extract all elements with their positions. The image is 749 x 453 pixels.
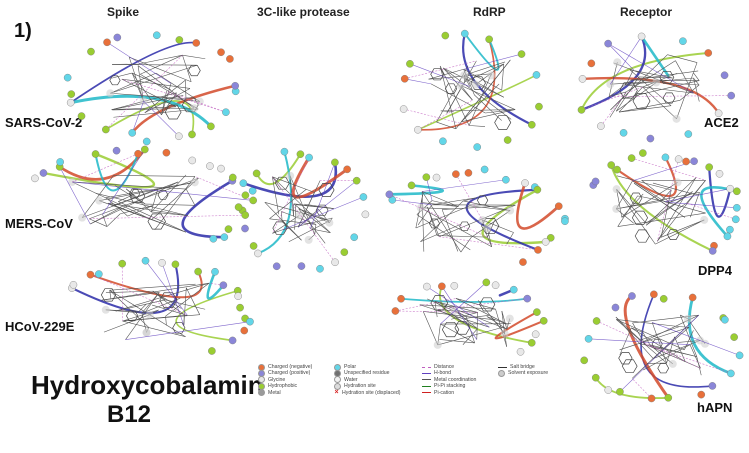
diagram-spike-mers-cov [31, 145, 257, 243]
compound-name: Hydroxycobalamin [31, 370, 264, 400]
legend-label: Hydration site [344, 383, 376, 390]
legend-label: Salt bridge [510, 364, 535, 370]
diagram-receptor-dpp4 [589, 149, 741, 255]
legend-label: Polar [344, 364, 357, 370]
interaction-legend: Charged (negative) Charged (positive) Gl… [258, 363, 618, 426]
diagram-spike-hcov-229e [68, 256, 254, 355]
pi-pi-stacking-line [422, 385, 431, 387]
metal-swatch [258, 389, 265, 397]
compound-subtitle: B12 [107, 401, 152, 428]
row-label-mers-cov: MERS-CoV [5, 216, 73, 231]
legend-column-other: Salt bridge Solvent exposure [498, 364, 549, 378]
receptor-label-ace2: ACE2 [704, 115, 739, 130]
salt-bridge-line [498, 366, 507, 368]
diagram-rdrp-sars-cov-2 [399, 29, 543, 151]
legend-label: Metal [268, 389, 281, 396]
diagram-rdrp-mers-cov [385, 165, 569, 266]
legend-label: Hydrophobic [268, 383, 298, 390]
receptor-label-dpp4: DPP4 [698, 263, 732, 278]
column-header-spike: Spike [107, 5, 140, 19]
solvent-exposure-swatch [498, 370, 505, 378]
distance-line [422, 366, 431, 368]
legend-label: Pi-Pi stacking [434, 383, 466, 390]
legend-label: Distance [434, 364, 455, 370]
legend-label: H-bond [434, 370, 452, 377]
legend-label: Solvent exposure [508, 370, 549, 377]
hydration-site-swatch [334, 382, 341, 390]
legend-label: Glycine [268, 376, 286, 383]
column-header-receptor: Receptor [620, 5, 673, 19]
metal-coordination-line [422, 379, 431, 381]
legend-label: Water [344, 376, 358, 383]
h-bond-line [422, 373, 431, 375]
figure-number: 1) [14, 20, 32, 42]
legend-label: Hydration site (displaced) [342, 389, 401, 396]
diagram-receptor-ace2 [577, 32, 736, 143]
legend-label: Pi-cation [434, 389, 455, 396]
column-header-rdrp: RdRP [473, 5, 506, 19]
row-label-hcov-229e: HCoV-229E [5, 319, 75, 334]
diagram-rdrp-hcov-229e [391, 278, 548, 356]
legend-label: Unspecified residue [344, 370, 390, 377]
legend-column-residues-2: Polar Unspecified residue Water Hydratio… [334, 363, 401, 396]
pi-cation-line [422, 392, 431, 394]
legend-label: Metal coordination [434, 376, 477, 383]
hydration-displaced-icon: × [334, 388, 339, 396]
diagram-receptor-hapn [580, 290, 744, 403]
receptor-label-hapn: hAPN [697, 400, 733, 415]
diagram-3clpro [234, 147, 370, 273]
row-label-sars-cov-2: SARS-CoV-2 [5, 115, 83, 130]
legend-label: Charged (positive) [268, 370, 311, 377]
column-header-3clpro: 3C-like protease [257, 5, 350, 19]
diagram-spike-sars-cov-2 [63, 31, 240, 146]
legend-label: Charged (negative) [268, 364, 313, 370]
legend-column-residues: Charged (negative) Charged (positive) Gl… [258, 363, 313, 397]
legend-column-interactions: Distance H-bond Metal coordination Pi-Pi… [422, 364, 476, 396]
